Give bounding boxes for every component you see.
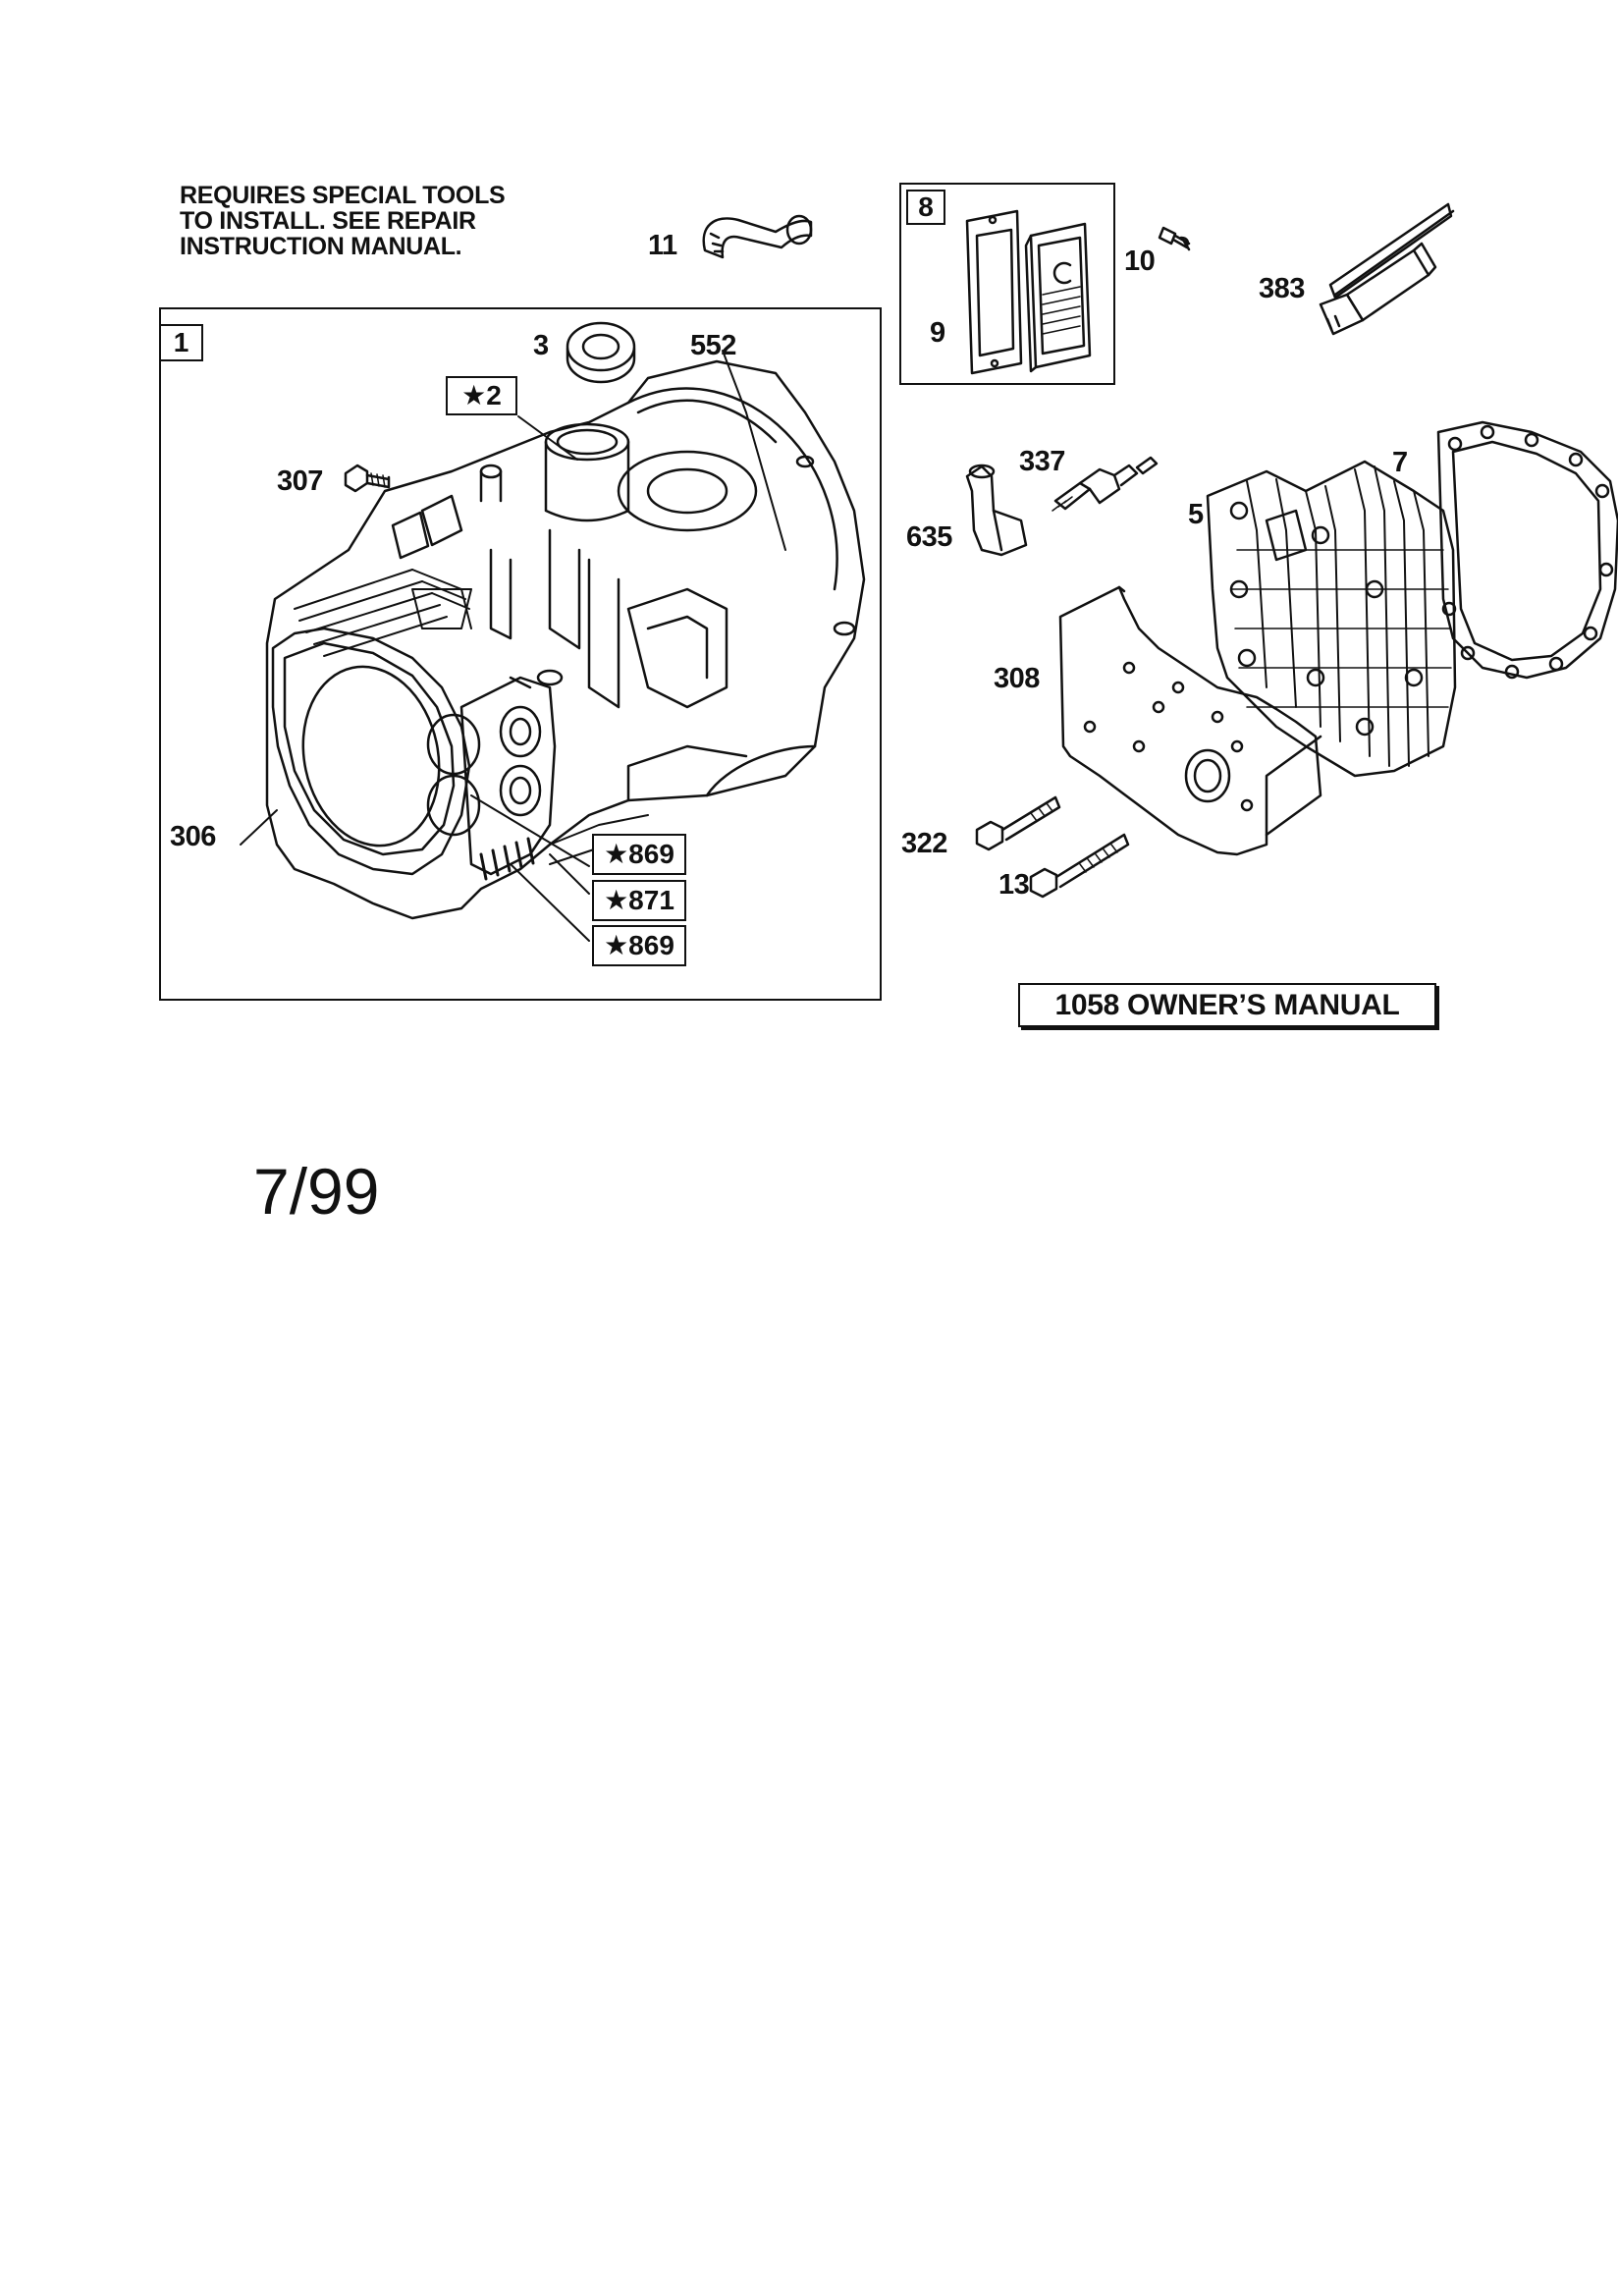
part-label-5: 5	[1188, 499, 1204, 530]
note-line-2: TO INSTALL. SEE REPAIR	[180, 207, 476, 235]
part-label-869-top: ★869	[592, 834, 686, 875]
spark-plug-wrench-icon	[1319, 202, 1455, 336]
breather-gasket-icon	[965, 209, 1023, 375]
part-label-7: 7	[1392, 447, 1408, 478]
owners-manual-label: 1058 OWNER’S MANUAL	[1018, 983, 1436, 1027]
note-line-3: INSTRUCTION MANUAL.	[180, 233, 462, 260]
part-label-13: 13	[998, 869, 1030, 901]
part-label-383: 383	[1259, 273, 1305, 304]
part-label-306: 306	[170, 821, 216, 852]
special-tools-note: REQUIRES SPECIAL TOOLS TO INSTALL. SEE R…	[180, 182, 506, 260]
cylinder-assembly-number: 1	[159, 324, 203, 361]
part-label-3: 3	[533, 330, 549, 361]
part-label-869-bottom: ★869	[592, 925, 686, 966]
part-label-322: 322	[901, 828, 947, 859]
leader-lines	[240, 350, 786, 942]
screw-icon	[1158, 226, 1191, 251]
bolt-307-icon	[344, 464, 391, 493]
breather-assembly-frame	[899, 183, 1115, 385]
part-label-552: 552	[690, 330, 736, 361]
spark-plug-icon	[1052, 456, 1159, 512]
cylinder-block-icon	[265, 359, 866, 920]
note-line-1: REQUIRES SPECIAL TOOLS	[180, 182, 506, 209]
cylinder-shield-icon	[1058, 585, 1322, 856]
part-label-307: 307	[277, 465, 323, 497]
part-label-11: 11	[648, 230, 677, 261]
breather-tube-icon	[702, 214, 813, 259]
part-label-2: ★2	[446, 376, 517, 415]
breather-assembly-number: 8	[906, 190, 945, 225]
oil-seal-icon	[566, 321, 636, 384]
revision-date: 7/99	[253, 1155, 380, 1228]
cylinder-assembly-frame	[159, 307, 882, 1001]
part-label-337: 337	[1019, 446, 1065, 477]
spark-plug-boot-icon	[965, 464, 1028, 557]
part-label-635: 635	[906, 521, 952, 553]
part-label-871: ★871	[592, 880, 686, 921]
breather-cover-icon	[1024, 222, 1092, 373]
part-label-308: 308	[994, 663, 1040, 694]
head-gasket-icon	[1436, 420, 1618, 680]
bolt-322-icon	[975, 795, 1061, 851]
cylinder-head-icon	[1206, 460, 1457, 778]
bolt-13-icon	[1029, 833, 1130, 899]
part-label-9: 9	[930, 317, 945, 349]
part-label-10: 10	[1124, 246, 1156, 277]
